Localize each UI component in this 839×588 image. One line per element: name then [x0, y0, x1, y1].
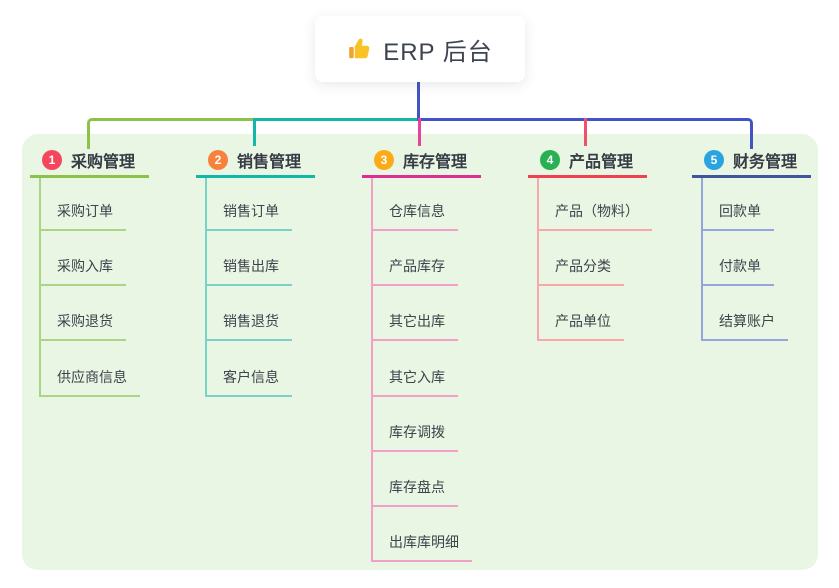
- node-item[interactable]: 销售订单: [205, 201, 292, 231]
- branch-items-line: [371, 178, 373, 562]
- node-item[interactable]: 采购订单: [39, 201, 126, 231]
- branch-drop-line: [418, 118, 421, 146]
- branch-number-badge: 2: [208, 150, 228, 170]
- branch-header[interactable]: 2 销售管理: [208, 148, 301, 172]
- node-item[interactable]: 仓库信息: [371, 201, 458, 231]
- branch-title: 财务管理: [733, 154, 798, 171]
- node-item[interactable]: 采购退货: [39, 311, 126, 341]
- node-item[interactable]: 出库库明细: [371, 532, 472, 562]
- node-item[interactable]: 结算账户: [701, 311, 788, 341]
- node-item[interactable]: 采购入库: [39, 256, 126, 286]
- branch-number-badge: 5: [704, 150, 724, 170]
- branch-header[interactable]: 1 采购管理: [42, 148, 135, 172]
- node-item[interactable]: 库存调拨: [371, 422, 458, 452]
- branch-header[interactable]: 4 产品管理: [540, 148, 633, 172]
- branch-drop-line: [584, 118, 587, 146]
- node-item[interactable]: 回款单: [701, 201, 774, 231]
- branch-header[interactable]: 3 库存管理: [374, 148, 467, 172]
- branch-number-badge: 3: [374, 150, 394, 170]
- node-item[interactable]: 客户信息: [205, 367, 292, 397]
- branch-number-badge: 1: [42, 150, 62, 170]
- branch-header[interactable]: 5 财务管理: [704, 148, 797, 172]
- node-item[interactable]: 产品（物料）: [537, 201, 652, 231]
- branch-items-line: [39, 178, 41, 397]
- branch-items-line: [205, 178, 207, 397]
- branch-title: 产品管理: [569, 154, 634, 171]
- node-item[interactable]: 库存盘点: [371, 477, 458, 507]
- node-item[interactable]: 付款单: [701, 256, 774, 286]
- branch-underline: [528, 175, 647, 178]
- branch-items-line: [537, 178, 539, 341]
- branch-title: 采购管理: [71, 154, 136, 171]
- branches-background-panel: [22, 134, 818, 570]
- root-node[interactable]: ERP 后台: [315, 16, 525, 82]
- root-connector-line: [417, 82, 420, 120]
- node-item[interactable]: 其它入库: [371, 367, 458, 397]
- branch-title: 库存管理: [403, 154, 468, 171]
- branch-number-badge: 4: [540, 150, 560, 170]
- node-item[interactable]: 产品单位: [537, 311, 624, 341]
- branch-underline: [196, 175, 315, 178]
- node-item[interactable]: 其它出库: [371, 311, 458, 341]
- node-item[interactable]: 销售退货: [205, 311, 292, 341]
- branch-title: 销售管理: [237, 154, 302, 171]
- branch-underline: [30, 175, 149, 178]
- thumbs-up-icon: [347, 36, 373, 62]
- node-item[interactable]: 供应商信息: [39, 367, 140, 397]
- node-item[interactable]: 销售出库: [205, 256, 292, 286]
- branch-drop-line: [253, 118, 256, 146]
- root-label: ERP 后台: [383, 38, 493, 66]
- branch-items-line: [701, 178, 703, 341]
- branch-underline: [362, 175, 481, 178]
- branch-underline: [692, 175, 811, 178]
- node-item[interactable]: 产品库存: [371, 256, 458, 286]
- node-item[interactable]: 产品分类: [537, 256, 624, 286]
- rail-segment-middle: [253, 118, 418, 121]
- rail-segment-left: [87, 118, 257, 149]
